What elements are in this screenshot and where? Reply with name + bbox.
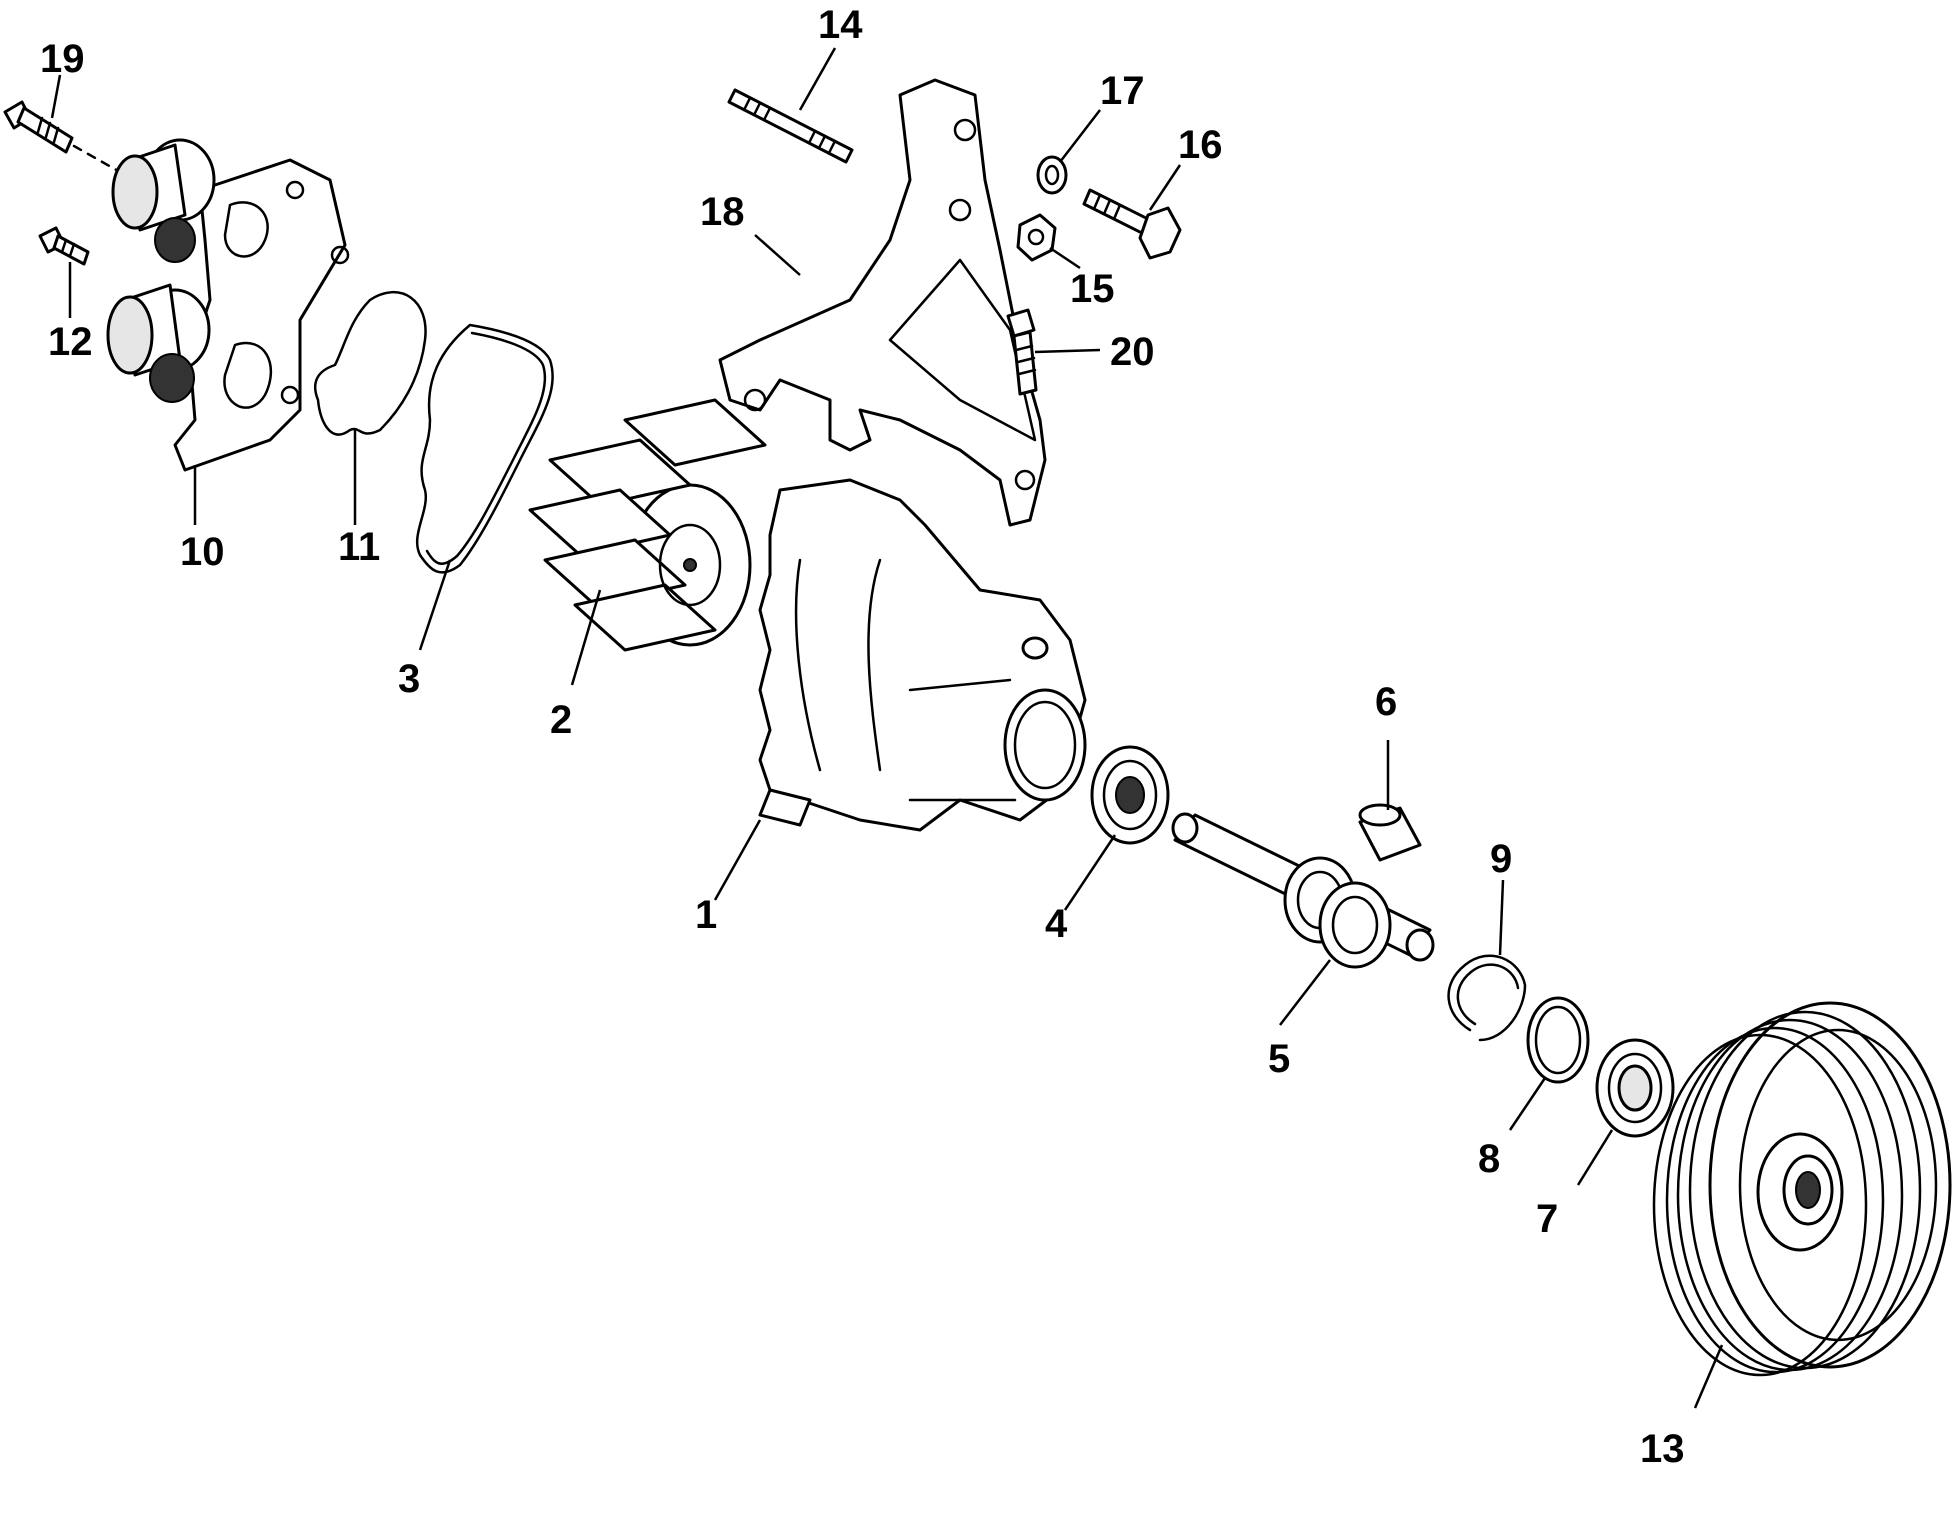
part-19-bolt bbox=[3, 100, 122, 174]
part-20-bolt bbox=[1006, 308, 1038, 396]
part-2-impeller bbox=[528, 398, 767, 652]
leader-15 bbox=[1049, 246, 1081, 270]
callout-16: 16 bbox=[1178, 123, 1223, 167]
callout-20: 20 bbox=[1110, 330, 1155, 374]
part-13-pulley bbox=[1652, 1001, 1952, 1377]
part-5-shaft bbox=[1171, 812, 1435, 969]
callout-11: 11 bbox=[338, 525, 380, 569]
part-15-nut bbox=[1016, 213, 1057, 262]
leader-18 bbox=[754, 234, 801, 276]
callout-labels: 19 12 10 11 3 2 1 4 5 6 9 8 7 13 14 17 1… bbox=[40, 3, 1685, 1471]
leader-4 bbox=[1063, 834, 1117, 911]
leader-9 bbox=[1498, 879, 1505, 956]
leader-20 bbox=[1034, 348, 1101, 354]
part-14-stud bbox=[727, 88, 854, 164]
leader-7 bbox=[1576, 1129, 1614, 1186]
part-4-bearing bbox=[1090, 745, 1170, 845]
leader-5 bbox=[1279, 959, 1331, 1026]
leader-1 bbox=[713, 819, 762, 901]
callout-2: 2 bbox=[550, 698, 572, 742]
callout-17: 17 bbox=[1100, 69, 1145, 113]
callout-10: 10 bbox=[180, 530, 225, 574]
leader-lines bbox=[50, 47, 1724, 1409]
part-17-washer bbox=[1036, 155, 1068, 195]
leader-3 bbox=[418, 559, 452, 651]
callout-13: 13 bbox=[1640, 1427, 1685, 1471]
callout-3: 3 bbox=[398, 657, 420, 701]
part-18-bracket bbox=[718, 78, 1047, 527]
leader-8 bbox=[1508, 1077, 1547, 1131]
callout-4: 4 bbox=[1045, 902, 1068, 946]
callout-7: 7 bbox=[1536, 1197, 1558, 1241]
leader-2 bbox=[570, 589, 602, 686]
part-7-seal bbox=[1595, 1038, 1675, 1138]
part-11-gasket bbox=[313, 290, 427, 436]
leader-19 bbox=[50, 74, 62, 119]
part-9-snap-ring bbox=[1447, 954, 1527, 1042]
leader-14 bbox=[798, 47, 837, 111]
callout-5: 5 bbox=[1268, 1037, 1290, 1081]
callout-6: 6 bbox=[1375, 680, 1397, 724]
callout-19: 19 bbox=[40, 37, 85, 81]
callout-9: 9 bbox=[1490, 837, 1512, 881]
callout-12: 12 bbox=[48, 320, 93, 364]
leader-13 bbox=[1693, 1344, 1724, 1409]
part-3-seal-ring bbox=[415, 323, 554, 574]
callout-15: 15 bbox=[1070, 267, 1115, 311]
leader-16 bbox=[1148, 164, 1182, 211]
part-16-bolt bbox=[1082, 188, 1182, 260]
part-12-bolt bbox=[38, 226, 90, 266]
callout-1: 1 bbox=[695, 893, 717, 937]
part-8-ring bbox=[1526, 996, 1590, 1084]
callout-8: 8 bbox=[1478, 1137, 1500, 1181]
part-6-sleeve bbox=[1358, 803, 1422, 862]
callout-14: 14 bbox=[818, 3, 863, 47]
part-10-pump-cover bbox=[106, 138, 350, 472]
callout-18: 18 bbox=[700, 190, 745, 234]
part-1-pump-housing bbox=[758, 478, 1087, 832]
leader-17 bbox=[1059, 109, 1101, 163]
